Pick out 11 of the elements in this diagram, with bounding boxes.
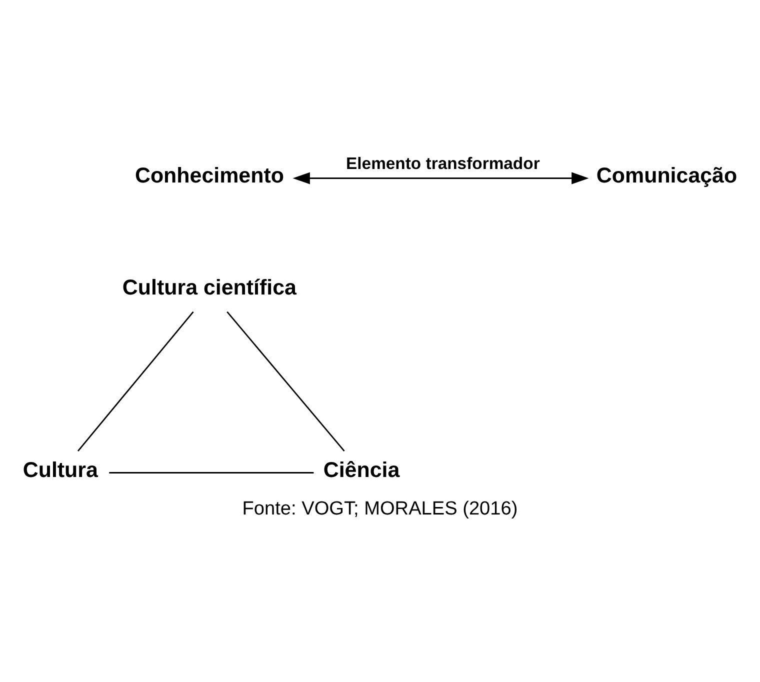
node-text: Ciência — [323, 458, 400, 482]
arrow — [292, 172, 589, 184]
node-text: Comunicação — [596, 163, 738, 188]
connector — [109, 472, 314, 474]
edge-label: Elemento transformador — [346, 154, 540, 173]
connector — [77, 311, 194, 452]
node-text: Conhecimento — [134, 163, 284, 188]
connector — [226, 311, 345, 452]
node-text: Cultura — [22, 458, 98, 482]
node-text: Cultura científica — [122, 275, 296, 300]
caption: Fonte: VOGT; MORALES (2016) — [242, 498, 518, 520]
